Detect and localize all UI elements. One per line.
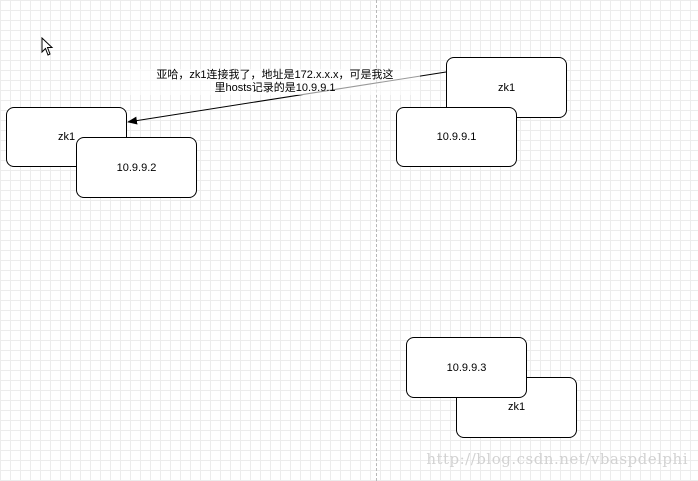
- node-label: zk1: [58, 131, 76, 143]
- node-ip-10-9-9-1[interactable]: 10.9.9.1: [396, 107, 517, 167]
- node-label: 10.9.9.1: [436, 131, 477, 143]
- node-ip-10-9-9-2[interactable]: 10.9.9.2: [76, 137, 197, 198]
- node-label: zk1: [497, 82, 516, 94]
- node-label: zk1: [507, 401, 526, 413]
- edge-label-line1: 亚哈，zk1连接我了，地址是172.x.x.x，可是我这: [156, 69, 394, 81]
- node-label: 10.9.9.3: [446, 361, 487, 374]
- node-ip-10-9-9-3[interactable]: 10.9.9.3: [406, 337, 527, 398]
- watermark: http://blog.csdn.net/vbaspdelphi: [426, 450, 688, 468]
- mouse-pointer-icon: [41, 37, 54, 56]
- edge-label-line2: 里hosts记录的是10.9.9.1: [214, 82, 336, 94]
- node-label: 10.9.9.2: [116, 161, 157, 174]
- dashed-divider: [376, 0, 377, 481]
- edge-label: 亚哈，zk1连接我了，地址是172.x.x.x，可是我这 里hosts记录的是1…: [130, 69, 420, 95]
